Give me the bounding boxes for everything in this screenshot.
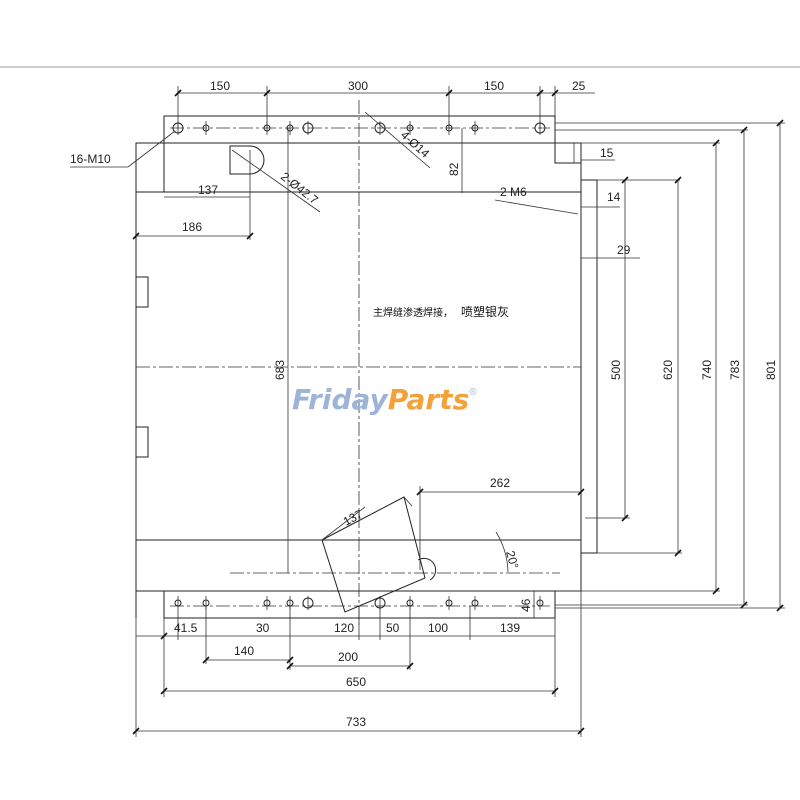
dimension-tick — [621, 176, 629, 184]
dimension-tick — [712, 139, 720, 147]
dimension-tick — [740, 126, 748, 134]
dim-14: 14 — [607, 190, 621, 204]
dim-783: 783 — [728, 360, 742, 380]
dim-120: 120 — [334, 621, 354, 635]
weld-note: 主焊缝渗透焊接， — [373, 306, 453, 319]
dim-46: 46 — [519, 598, 533, 612]
dim-500: 500 — [609, 360, 623, 380]
dimension-tick — [674, 549, 682, 557]
dim-82: 82 — [447, 162, 461, 176]
dimension-tick — [577, 727, 585, 735]
dim-683: 683 — [273, 360, 287, 380]
dimension-tick — [445, 89, 453, 97]
dim-186: 186 — [182, 220, 202, 234]
dim-15: 15 — [600, 146, 614, 160]
watermark-mark: ® — [469, 387, 477, 398]
dim-50: 50 — [386, 621, 400, 635]
dimension-lines — [70, 86, 785, 737]
m6-label: 2 M6 — [500, 185, 527, 199]
dimension-tick — [674, 176, 682, 184]
dimension-tick — [776, 119, 784, 127]
dimension-tick — [286, 662, 294, 670]
dim-139: 139 — [500, 621, 520, 635]
dimension-tick — [406, 662, 414, 670]
bottom-slot — [321, 496, 437, 613]
dimension-tick — [536, 89, 544, 97]
watermark-part1: Friday — [292, 383, 390, 416]
dim-30: 30 — [256, 621, 270, 635]
dimension-tick — [776, 604, 784, 612]
dim-top-25: 25 — [572, 79, 586, 93]
bottom-hole-row — [174, 596, 544, 610]
dim-650: 650 — [346, 675, 366, 689]
dimension-tick — [621, 514, 629, 522]
slot-2-d42-7-label: 2-Ø42.7 — [278, 169, 321, 207]
dim-801: 801 — [764, 360, 778, 380]
dimension-tick — [740, 601, 748, 609]
dimension-tick — [577, 488, 585, 496]
dimension-tick — [160, 687, 168, 695]
angle-20: 20° — [503, 549, 521, 570]
dimension-tick — [263, 89, 271, 97]
watermark-text: FridayParts® — [292, 383, 477, 416]
dimension-tick — [132, 232, 140, 240]
dimension-tick — [551, 687, 559, 695]
dimension-tick — [160, 632, 168, 640]
watermark-logo: FridayParts® — [292, 383, 477, 416]
dim-137-top: 137 — [198, 183, 218, 197]
top-slot — [229, 145, 265, 175]
dim-top-150-right: 150 — [484, 79, 504, 93]
dimension-tick — [712, 587, 720, 595]
dim-620: 620 — [661, 360, 675, 380]
holes-4-d14-label: 4-Ø14 — [398, 128, 432, 161]
dim-262: 262 — [490, 476, 510, 490]
paint-note: 喷塑银灰 — [461, 304, 509, 319]
dim-140: 140 — [234, 644, 254, 658]
dimension-tick — [132, 727, 140, 735]
dim-top-150-left: 150 — [210, 79, 230, 93]
dim-29: 29 — [617, 243, 631, 257]
dim-top-300: 300 — [348, 79, 368, 93]
center-lines — [136, 100, 581, 625]
dim-41-5: 41.5 — [174, 621, 198, 635]
dim-200: 200 — [338, 650, 358, 664]
dimension-tick — [416, 488, 424, 496]
dim-733: 733 — [346, 715, 366, 729]
dimension-arrows — [132, 89, 784, 735]
dimension-tick — [202, 656, 210, 664]
dim-740: 740 — [700, 360, 714, 380]
dimension-tick — [286, 656, 294, 664]
dimension-tick — [551, 89, 559, 97]
dimension-tick — [246, 232, 254, 240]
dim-100: 100 — [428, 621, 448, 635]
watermark-part2: Parts — [388, 383, 469, 416]
drawing-notes: 主焊缝渗透焊接， 喷塑银灰 — [373, 304, 509, 319]
holes-16-m10-label: 16-M10 — [70, 152, 111, 166]
dimension-tick — [174, 89, 182, 97]
